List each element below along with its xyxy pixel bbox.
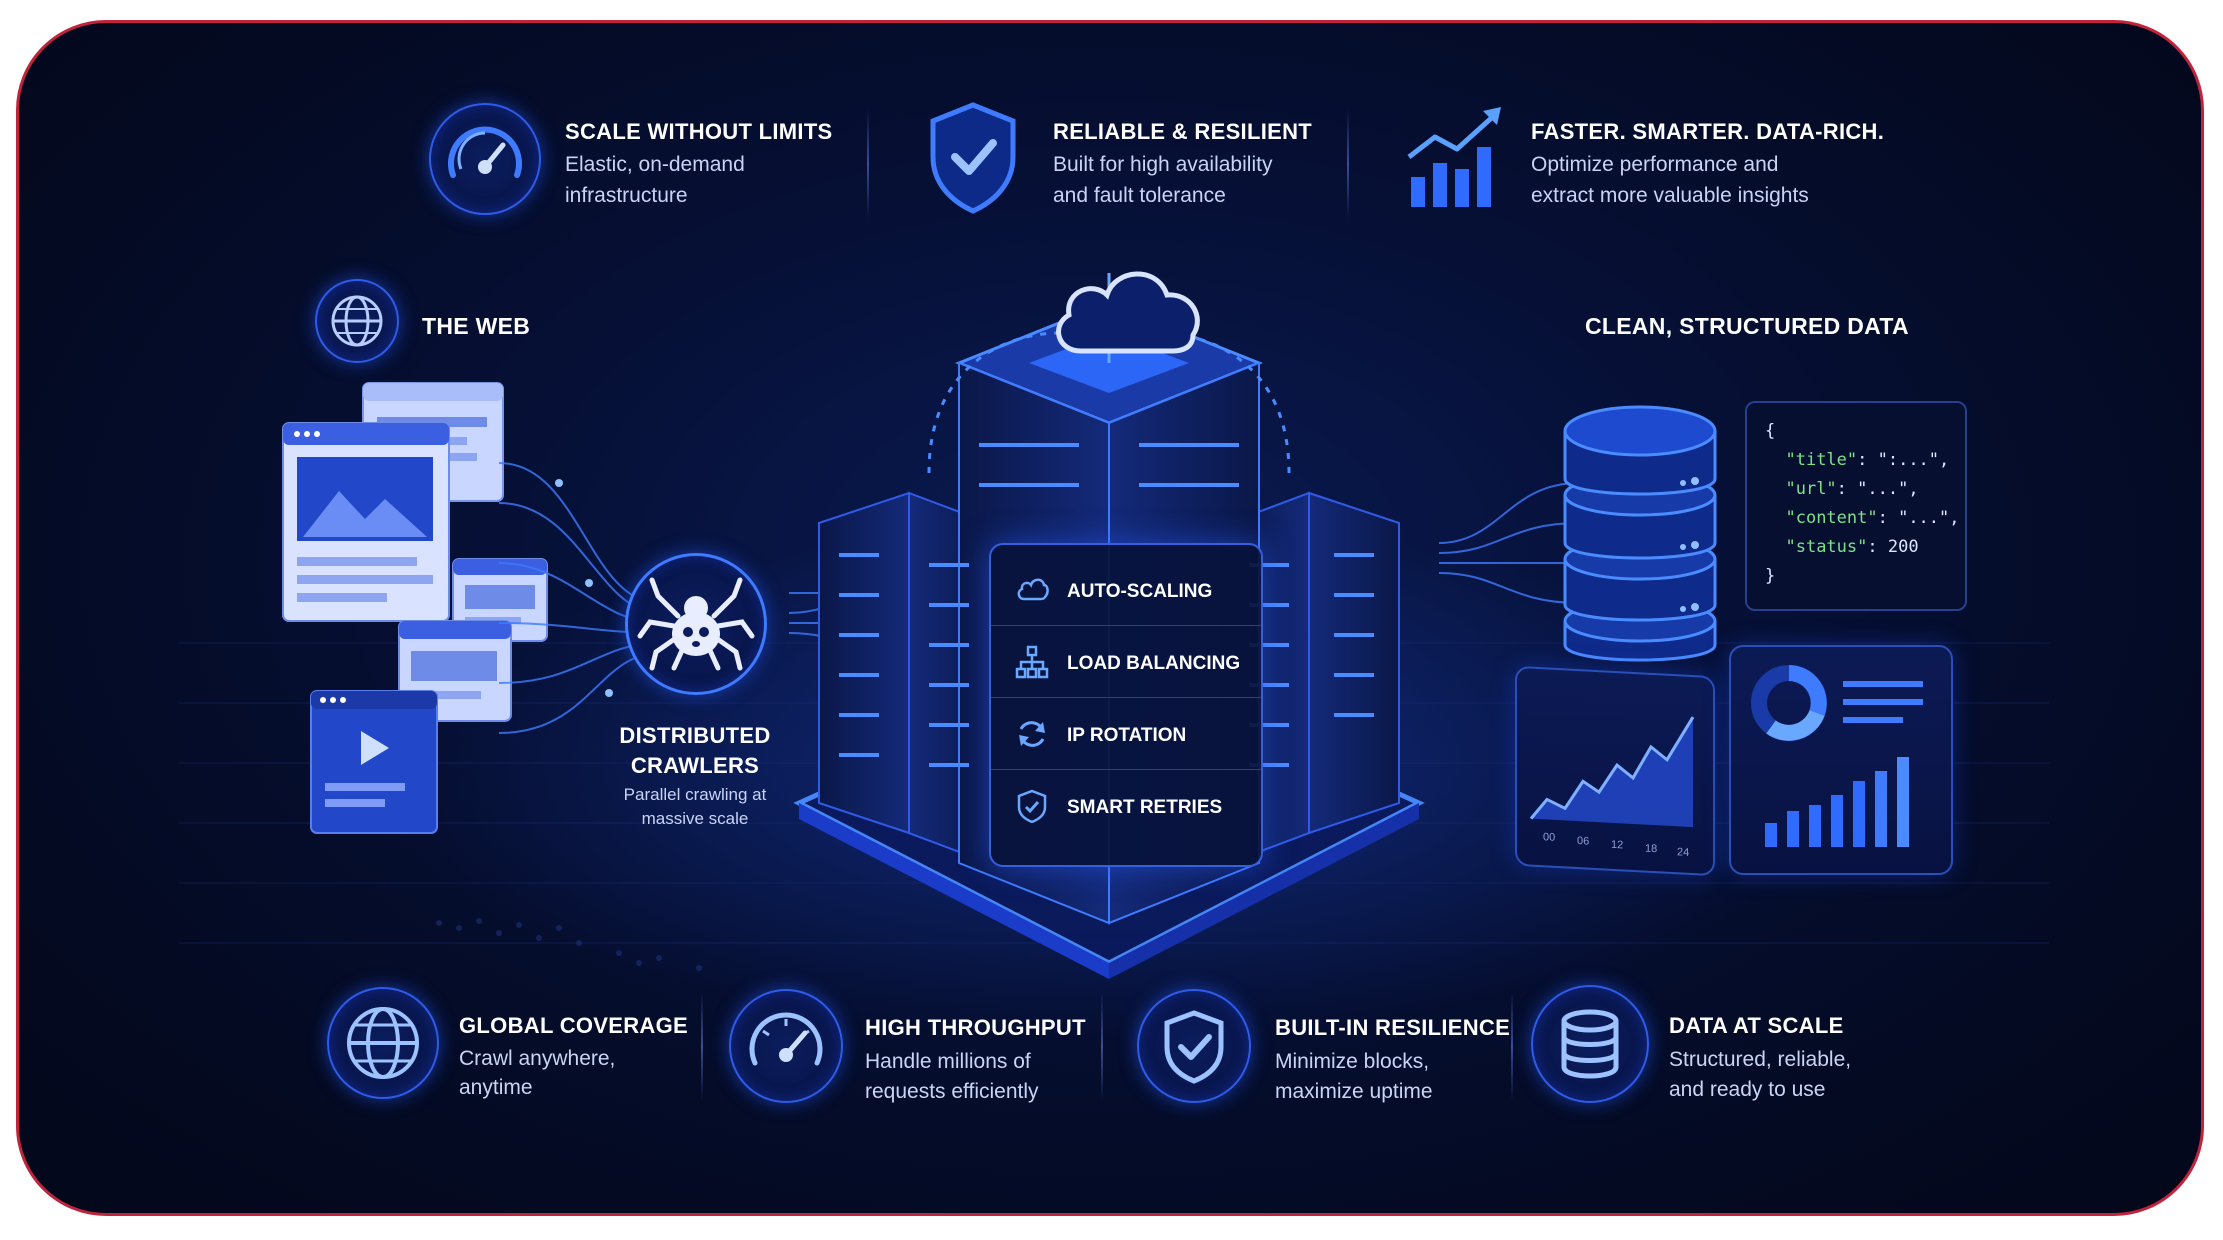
top-divider-1: [867, 109, 869, 219]
bottom-feature-1-icon-ring: [327, 987, 439, 1099]
shield-check-icon: [930, 102, 1016, 214]
bottom-feature-4-line1: Structured, reliable,: [1669, 1048, 1852, 1071]
top-feature-3-title: FASTER. SMARTER. DATA-RICH.: [1531, 119, 1885, 144]
web-page-video: [310, 690, 438, 834]
json-line-title: "title": ":...",: [1765, 446, 1950, 475]
web-page-image: [282, 422, 450, 622]
web-pages-stack: [282, 382, 548, 834]
top-feature-1-line1: Elastic, on-demand: [565, 153, 745, 176]
bottom-feature-3-line2: maximize uptime: [1275, 1080, 1433, 1103]
area-chart-graphic: [1529, 716, 1695, 828]
top-feature-2-title: RELIABLE & RESILIENT: [1053, 119, 1313, 144]
top-divider-2: [1347, 109, 1349, 219]
json-value-url: : "...",: [1836, 479, 1919, 499]
globe-icon: [331, 295, 383, 347]
top-feature-1-icon-ring: [429, 103, 541, 215]
crawler-title-line2: CRAWLERS: [630, 753, 760, 778]
area-tick-4: 18: [1645, 842, 1658, 856]
json-key-title: "title": [1785, 450, 1858, 470]
json-line-url: "url": "...",: [1765, 475, 1947, 504]
json-output-panel: { "title": ":...", "url": "...", "conten…: [1745, 401, 1967, 611]
top-feature-3-line1: Optimize performance and: [1531, 153, 1779, 176]
web-title: THE WEB: [422, 313, 531, 339]
data-title: CLEAN, STRUCTURED DATA: [1585, 313, 1909, 339]
menu-row-auto-scaling: AUTO-SCALING: [991, 555, 1261, 626]
bottom-feature-1-line2: anytime: [459, 1076, 533, 1099]
area-chart-panel: 00 06 12 18 24: [1515, 665, 1715, 877]
json-value-title: : ":...",: [1857, 450, 1950, 470]
top-feature-1-line2: infrastructure: [565, 184, 688, 207]
menu-row-smart-retries: SMART RETRIES: [991, 771, 1261, 841]
menu-label-smart-retries: SMART RETRIES: [1067, 797, 1223, 818]
area-tick-1: 00: [1543, 831, 1556, 844]
bottom-feature-4-line2: and ready to use: [1669, 1078, 1826, 1101]
bottom-feature-2-line2: requests efficiently: [865, 1080, 1039, 1103]
area-tick-2: 06: [1577, 835, 1590, 848]
top-feature-1-title: SCALE WITHOUT LIMITS: [565, 119, 833, 144]
area-tick-3: 12: [1611, 838, 1624, 852]
top-feature-2-line1: Built for high availability: [1053, 153, 1273, 176]
bottom-divider-1: [701, 991, 703, 1101]
refresh-icon: [1019, 721, 1045, 747]
json-key-content: "content": [1785, 508, 1878, 528]
bottom-feature-2-icon-ring: [729, 989, 843, 1103]
globe-icon: [347, 1007, 419, 1079]
bottom-feature-1-line1: Crawl anywhere,: [459, 1047, 616, 1070]
crawler-icon-ring: [625, 553, 767, 695]
web-icon-ring: [315, 279, 399, 363]
bottom-feature-2-line1: Handle millions of: [865, 1050, 1031, 1073]
top-feature-3-icon: [1401, 103, 1511, 213]
top-feature-3-line2: extract more valuable insights: [1531, 184, 1809, 207]
menu-label-load-balancing: LOAD BALANCING: [1067, 653, 1241, 674]
bottom-feature-2-title: HIGH THROUGHPUT: [865, 1015, 1086, 1040]
infographic-frame: SCALE WITHOUT LIMITS Elastic, on-demand …: [16, 20, 2204, 1216]
bottom-feature-4-title: DATA AT SCALE: [1669, 1013, 1844, 1038]
network-tree-icon: [1015, 645, 1049, 679]
menu-row-load-balancing: LOAD BALANCING: [991, 627, 1261, 698]
shield-check-icon: [1164, 1010, 1224, 1084]
top-feature-2-icon: [923, 99, 1023, 215]
speedometer-icon: [448, 126, 522, 178]
menu-row-ip-rotation: IP ROTATION: [991, 699, 1261, 770]
json-key-status: "status": [1785, 537, 1868, 557]
shield-check-icon: [1017, 789, 1047, 823]
area-tick-5: 24: [1677, 846, 1690, 859]
json-line-status: "status": 200: [1765, 533, 1947, 562]
output-flow-lines: [1439, 482, 1579, 604]
top-feature-2-line2: and fault tolerance: [1053, 184, 1226, 207]
json-value-content: : "...",: [1877, 508, 1960, 528]
json-line-content: "content": "...",: [1765, 504, 1959, 533]
database-icon: [1561, 1009, 1619, 1079]
cloud-icon: [1017, 578, 1049, 601]
crawler-sub-line2: massive scale: [641, 809, 749, 828]
bottom-feature-4-icon-ring: [1531, 985, 1649, 1103]
cloud-icon: [1056, 271, 1200, 354]
crawler-title-line1: DISTRIBUTED: [619, 723, 771, 748]
crawler-sub-line1: Parallel crawling at: [623, 785, 767, 804]
bottom-divider-3: [1511, 991, 1513, 1101]
json-value-status: : 200: [1867, 537, 1919, 557]
json-key-url: "url": [1785, 479, 1837, 499]
infrastructure-features-panel: AUTO-SCALING LOAD BALANCING IP ROTATION: [989, 543, 1263, 867]
bottom-divider-2: [1101, 991, 1103, 1101]
growth-chart-icon: [1407, 107, 1501, 207]
database-icon: [1563, 405, 1717, 662]
json-open-brace: {: [1765, 421, 1776, 441]
dashboard-panel: [1729, 645, 1953, 875]
json-close-brace: }: [1765, 566, 1776, 586]
menu-label-ip-rotation: IP ROTATION: [1067, 725, 1187, 746]
gauge-icon: [749, 1012, 823, 1066]
bottom-feature-3-line1: Minimize blocks,: [1275, 1050, 1430, 1073]
bottom-feature-1-title: GLOBAL COVERAGE: [459, 1013, 689, 1038]
menu-label-auto-scaling: AUTO-SCALING: [1067, 581, 1213, 602]
spider-icon: [637, 577, 755, 671]
bottom-feature-3-icon-ring: [1137, 989, 1251, 1103]
bottom-feature-3-title: BUILT-IN RESILIENCE: [1275, 1015, 1511, 1040]
dashboard-graphic: [1751, 665, 1923, 847]
